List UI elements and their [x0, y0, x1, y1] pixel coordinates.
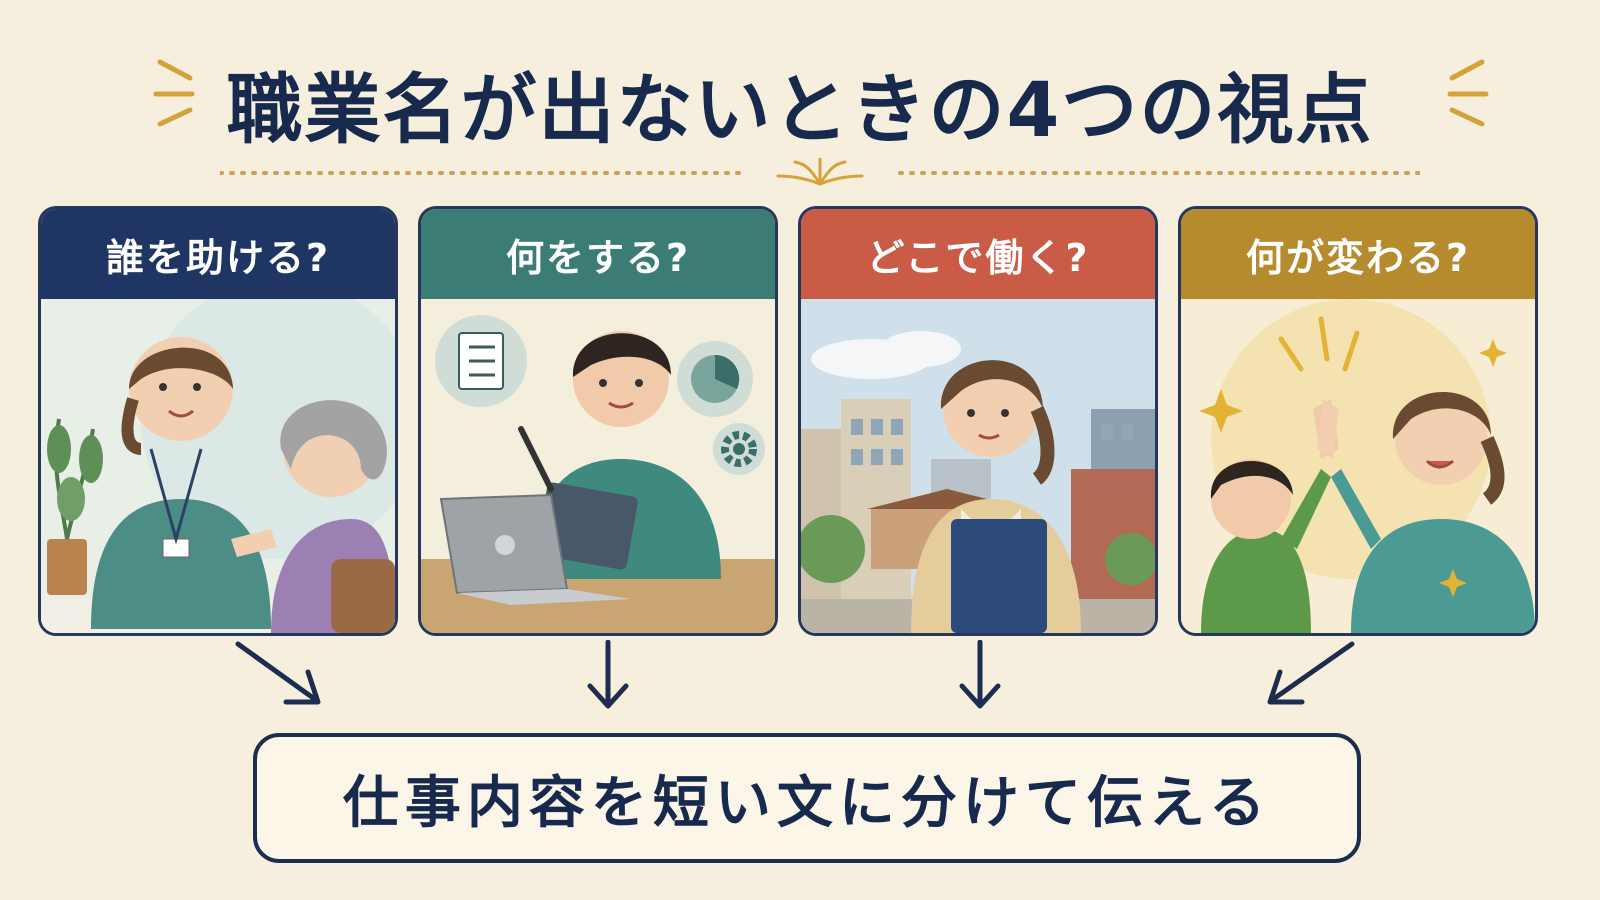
caregiver-illustration	[41, 299, 395, 633]
divider	[220, 158, 1420, 186]
card-header: 何が変わる?	[1181, 209, 1535, 299]
card-header: 何をする?	[421, 209, 775, 299]
highfive-illustration	[1181, 299, 1535, 633]
card-where-work: どこで働く?	[798, 206, 1158, 636]
city-illustration	[801, 299, 1155, 633]
sparkle-icon	[153, 59, 195, 127]
card-what-do: 何をする?	[418, 206, 778, 636]
arrow-down-icon	[235, 640, 1355, 709]
card-header: 誰を助ける?	[41, 209, 395, 299]
sparkle-icon	[1447, 59, 1489, 127]
page-title: 職業名が出ないときの4つの視点	[226, 65, 1374, 154]
checklist-icon	[435, 315, 527, 407]
pie-chart-icon	[677, 341, 753, 417]
card-header: どこで働く?	[801, 209, 1155, 299]
card-what-changes: 何が変わる?	[1178, 206, 1538, 636]
gear-icon	[713, 423, 765, 475]
summary-box: 仕事内容を短い文に分けて伝える	[253, 733, 1361, 863]
office-worker-illustration	[421, 299, 775, 633]
card-who-helps: 誰を助ける?	[38, 206, 398, 636]
